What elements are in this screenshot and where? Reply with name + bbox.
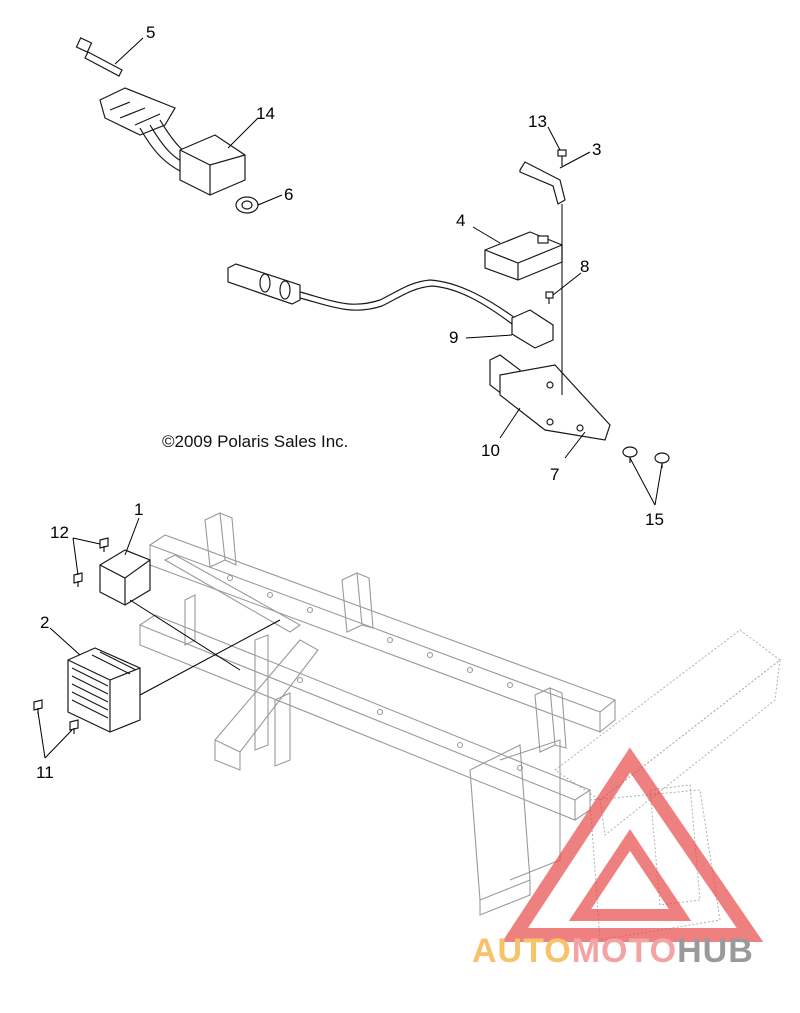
part-8-screw bbox=[545, 291, 554, 304]
part-2-regulator bbox=[67, 647, 141, 733]
callout-13: 13 bbox=[528, 112, 547, 131]
watermark-moto: MOTO bbox=[572, 932, 677, 970]
callout-10: 10 bbox=[481, 441, 500, 460]
callout-12: 12 bbox=[50, 523, 69, 542]
part-12-screws bbox=[73, 537, 109, 587]
callout-4: 4 bbox=[456, 211, 465, 230]
callout-6: 6 bbox=[284, 185, 293, 204]
part-10-bracket bbox=[489, 354, 611, 441]
copyright-notice: ©2009 Polaris Sales Inc. bbox=[162, 432, 348, 451]
callout-9: 9 bbox=[449, 328, 458, 347]
callout-8: 8 bbox=[580, 257, 589, 276]
part-15-fasteners bbox=[622, 446, 670, 468]
watermark-logo bbox=[502, 747, 764, 942]
callout-1: 1 bbox=[134, 500, 143, 519]
part-4-module bbox=[484, 231, 563, 281]
callout-11: 11 bbox=[36, 763, 54, 782]
callout-15: 15 bbox=[645, 510, 664, 529]
watermark-text: AUTOMOTOHUB bbox=[472, 932, 754, 970]
part-3-bracket bbox=[519, 161, 566, 205]
watermark-hub: HUB bbox=[677, 932, 754, 970]
part-14-harness bbox=[99, 87, 246, 196]
part-5-bolt bbox=[75, 37, 123, 77]
callout-3: 3 bbox=[592, 140, 601, 159]
svg-text:AUTOMOTOHUB: AUTOMOTOHUB bbox=[472, 932, 754, 970]
part-9-sensor bbox=[227, 263, 554, 349]
callout-14: 14 bbox=[256, 104, 275, 123]
part-6-grommet bbox=[235, 196, 259, 214]
part-11-screws bbox=[33, 699, 79, 734]
callout-numbers: 5 14 6 13 3 4 8 9 10 7 15 1 12 2 11 bbox=[36, 23, 664, 782]
watermark-auto: AUTO bbox=[472, 932, 572, 970]
callout-5: 5 bbox=[146, 23, 155, 42]
callout-2: 2 bbox=[40, 613, 49, 632]
vehicle-frame bbox=[138, 512, 781, 941]
part-1-relay bbox=[99, 549, 151, 606]
part-13-screw bbox=[557, 149, 567, 166]
leader-lines bbox=[37, 37, 663, 759]
callout-7: 7 bbox=[550, 465, 559, 484]
